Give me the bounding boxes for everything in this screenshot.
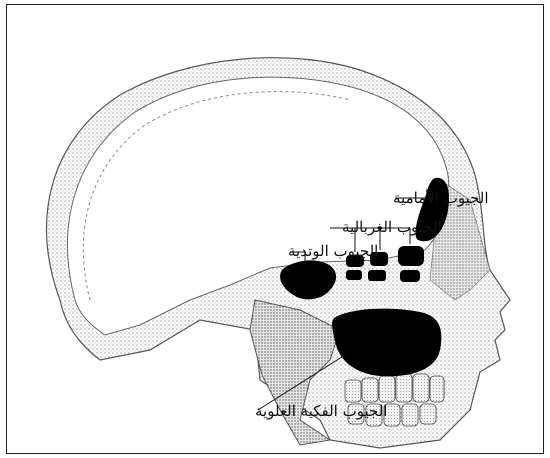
- label-ethmoid-sinus: الجيوب الغربالية: [342, 218, 442, 236]
- label-sphenoid-sinus: الجيوب الوتدية: [288, 242, 378, 260]
- label-frontal-sinus: الجيوب الأمامية: [393, 189, 489, 207]
- label-maxillary-sinus: الجيوب الفكية العلوية: [255, 402, 387, 420]
